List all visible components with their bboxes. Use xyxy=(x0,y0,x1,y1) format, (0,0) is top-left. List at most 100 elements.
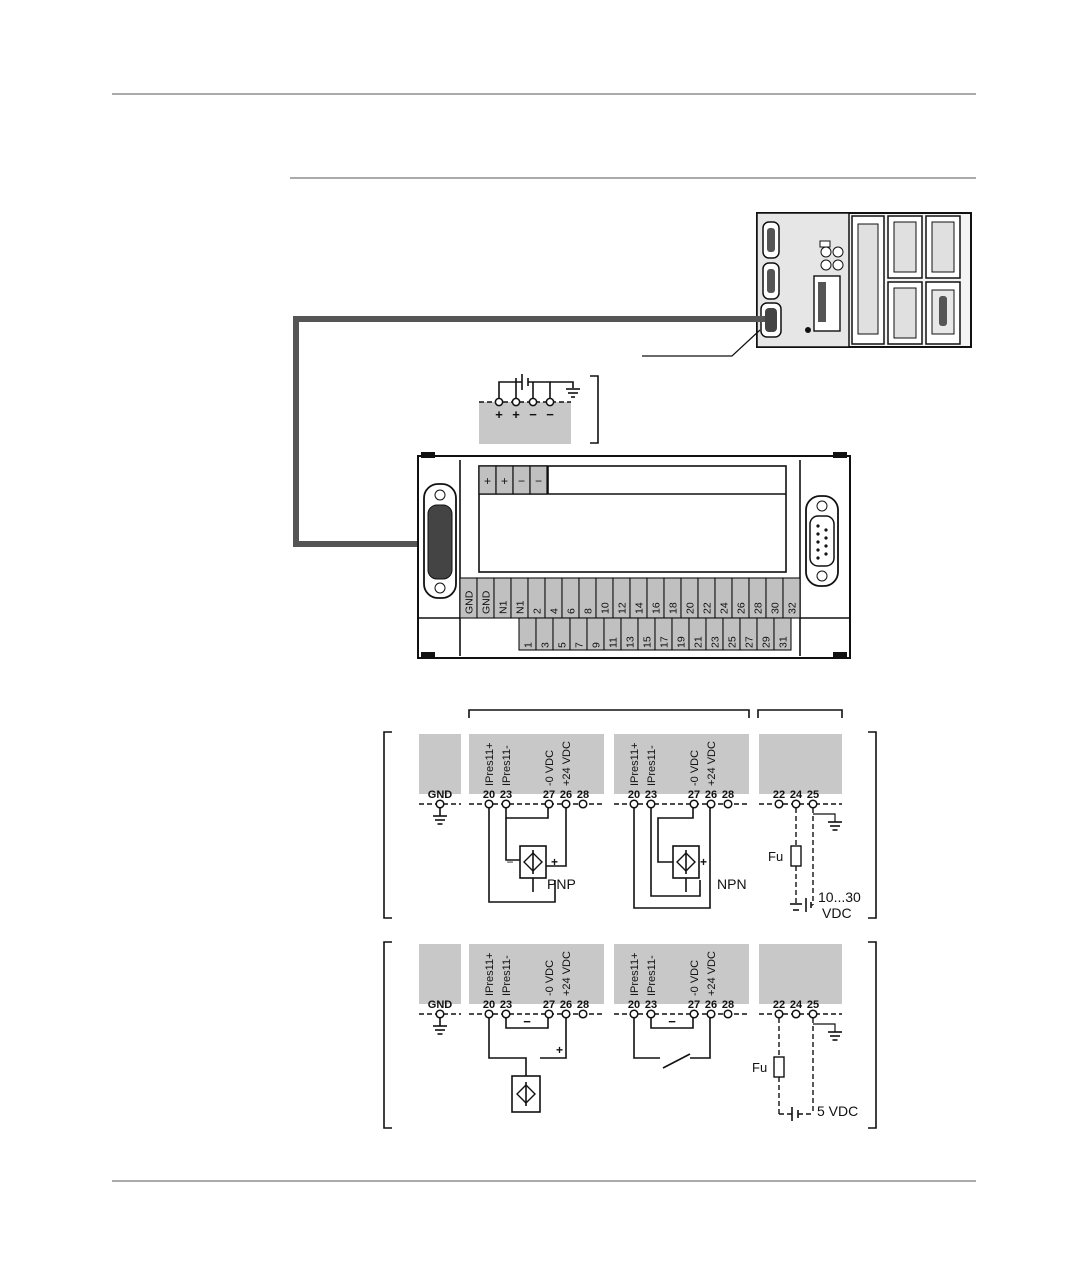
sensor-minus: − xyxy=(660,855,667,869)
ps-terminal-2: + xyxy=(512,407,520,422)
terminal-label-top: GND xyxy=(481,590,493,614)
signal-label: IPres11+ xyxy=(484,952,496,996)
terminal-number: 20 xyxy=(483,999,495,1011)
terminal-label-bottom: 1 xyxy=(523,642,535,648)
terminal-number: 26 xyxy=(705,999,717,1011)
terminal-group-background xyxy=(614,734,749,794)
terminal-number: 28 xyxy=(577,999,589,1011)
sensor-plus: + xyxy=(551,855,558,869)
terminal-point xyxy=(435,799,445,809)
terminal-point xyxy=(646,799,656,809)
terminal-point xyxy=(689,799,699,809)
terminal-number: 28 xyxy=(577,789,589,801)
terminal-group-background xyxy=(759,734,842,794)
contact-minus: − xyxy=(668,1014,676,1029)
terminal-label-bottom: 17 xyxy=(659,636,671,648)
terminal-number: 28 xyxy=(722,999,734,1011)
terminal-group-background xyxy=(419,734,461,794)
terminal-point xyxy=(774,799,784,809)
signal-label: +24 VDC xyxy=(561,741,573,786)
fuse-label: Fu xyxy=(768,849,783,864)
terminal-label-bottom: 5 xyxy=(557,642,569,648)
terminal-label-top: 4 xyxy=(549,608,561,614)
connection-cable xyxy=(293,316,765,547)
terminal-number: 22 xyxy=(773,999,785,1011)
terminal-label-top: 28 xyxy=(753,602,765,614)
terminal-point xyxy=(484,1009,494,1019)
terminal-point xyxy=(791,1009,801,1019)
ps-terminal-1: + xyxy=(495,407,503,422)
terminal-label-bottom: 15 xyxy=(642,636,654,648)
terminal-label-bottom: 27 xyxy=(744,636,756,648)
terminal-point xyxy=(578,1009,588,1019)
terminal-label-bottom: 31 xyxy=(778,636,790,648)
terminal-number: 28 xyxy=(722,789,734,801)
terminal-label-bottom: 23 xyxy=(710,636,722,648)
signal-label: IPres11- xyxy=(501,745,513,786)
fuse-label: Fu xyxy=(752,1060,767,1075)
power-supply: + + − − xyxy=(479,374,599,444)
screw-terminal-label: + xyxy=(484,474,491,488)
terminal-label-bottom: 3 xyxy=(540,642,552,648)
terminal-number: 20 xyxy=(628,999,640,1011)
terminal-label-top: 10 xyxy=(600,602,612,614)
terminal-number: 26 xyxy=(705,789,717,801)
signal-label: +24 VDC xyxy=(706,951,718,996)
terminal-point xyxy=(646,1009,656,1019)
signal-label: IPres11+ xyxy=(629,742,641,786)
terminal-point xyxy=(484,799,494,809)
terminal-label-top: GND xyxy=(464,590,476,614)
terminal-number: 23 xyxy=(645,999,657,1011)
terminal-label-top: 26 xyxy=(736,602,748,614)
supply-label-10-30: 10...30 xyxy=(818,889,861,905)
terminal-point xyxy=(544,799,554,809)
screw-terminal-label: − xyxy=(535,474,542,488)
terminal-point xyxy=(706,799,716,809)
terminal-number: 26 xyxy=(560,789,572,801)
terminal-point xyxy=(561,1009,571,1019)
terminal-number: 24 xyxy=(790,789,803,801)
ps-terminal-4: − xyxy=(546,407,554,422)
signal-label: -0 VDC xyxy=(544,960,556,996)
terminal-point xyxy=(629,1009,639,1019)
terminal-group-background xyxy=(469,734,604,794)
npn-label: NPN xyxy=(717,876,747,892)
terminal-label-top: 2 xyxy=(532,608,544,614)
terminal-label-top: 6 xyxy=(566,608,578,614)
signal-label: +24 VDC xyxy=(561,951,573,996)
terminal-point xyxy=(706,1009,716,1019)
terminal-label-top: 30 xyxy=(770,602,782,614)
terminal-group-background xyxy=(419,944,461,1004)
terminal-label-top: 22 xyxy=(702,602,714,614)
terminal-number: 23 xyxy=(500,789,512,801)
terminal-label-top: 32 xyxy=(787,602,799,614)
terminal-point xyxy=(501,1009,511,1019)
signal-label: IPres11+ xyxy=(484,742,496,786)
terminal-number: 20 xyxy=(483,789,495,801)
screw-terminal xyxy=(529,465,548,495)
terminal-point xyxy=(774,1009,784,1019)
signal-label: IPres11- xyxy=(646,955,658,996)
terminal-point xyxy=(791,799,801,809)
bracket-counter xyxy=(757,709,843,718)
terminal-label-top: 24 xyxy=(719,602,731,614)
terminal-label-bottom: 7 xyxy=(574,642,586,648)
terminal-label-top: N1 xyxy=(498,600,510,614)
fuse-icon xyxy=(773,1056,785,1078)
terminal-label-top: 14 xyxy=(634,602,646,614)
terminal-group-background xyxy=(469,944,604,1004)
terminal-point xyxy=(544,1009,554,1019)
terminal-point xyxy=(723,1009,733,1019)
terminal-number: 22 xyxy=(773,789,785,801)
supply-label-5vdc: 5 VDC xyxy=(817,1103,858,1119)
sensor-plus: + xyxy=(700,855,707,869)
terminal-number: 24 xyxy=(790,999,803,1011)
terminal-number: 27 xyxy=(543,789,555,801)
terminal-label-bottom: 13 xyxy=(625,636,637,648)
terminal-point xyxy=(501,799,511,809)
terminal-point xyxy=(578,799,588,809)
